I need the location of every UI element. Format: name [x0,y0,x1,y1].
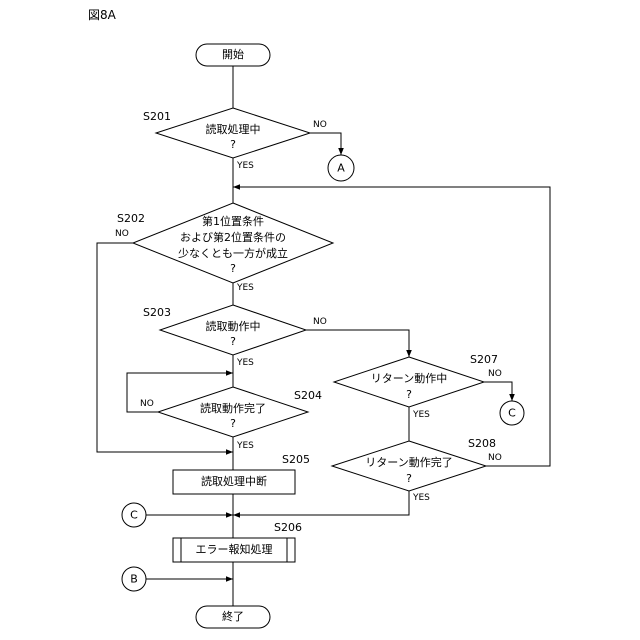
s208-no-label: NO [488,454,502,463]
s202-yes-label: YES [237,284,254,293]
s203-text-line1: 読取動作中 [206,321,261,332]
s202-text-line1: 第1位置条件 [202,216,264,227]
s207-text-line1: リターン動作中 [371,373,447,384]
figure-title: 図8A [88,9,116,21]
s204-step: S204 [294,390,322,401]
s202-text-line4: ? [230,263,236,274]
s208-yes-label: YES [413,494,430,503]
s201-text-line1: 読取処理中 [206,124,261,135]
s204-text-line2: ? [230,418,236,429]
connector-c2-label: C [130,510,138,521]
s204-no-label: NO [140,400,154,409]
s208-text-line2: ? [406,473,412,484]
s206-text: エラー報知処理 [196,544,273,555]
s202-text-line2: および第2位置条件の [180,232,286,243]
s203-yes-label: YES [237,359,254,368]
s201-step: S201 [143,111,171,122]
s202-no-label: NO [115,230,129,239]
s208-text-line1: リターン動作完了 [365,457,452,468]
s205-text: 読取処理中断 [201,476,267,487]
s207-step: S207 [470,354,498,365]
connector-b-label: B [130,574,138,585]
s201-yes-label: YES [237,162,254,171]
s201-text-line2: ? [230,139,236,150]
s204-text-line1: 読取動作完了 [200,403,266,414]
s207-yes-label: YES [413,411,430,420]
s205-step: S205 [282,454,310,465]
s203-step: S203 [143,307,171,318]
s203-text-line2: ? [230,336,236,347]
s207-no-label: NO [488,370,502,379]
s204-yes-label: YES [237,442,254,451]
s206-step: S206 [274,522,302,533]
s207-text-line2: ? [406,389,412,400]
s202-text-line3: 少なくとも一方が成立 [178,248,288,259]
connector-a-label: A [337,163,345,174]
s202-step: S202 [117,213,145,224]
s201-no-label: NO [313,121,327,130]
s208-step: S208 [468,438,496,449]
s203-no-label: NO [313,318,327,327]
start-label: 開始 [222,49,244,60]
connector-c1-label: C [508,408,516,419]
end-label: 終了 [222,611,244,622]
